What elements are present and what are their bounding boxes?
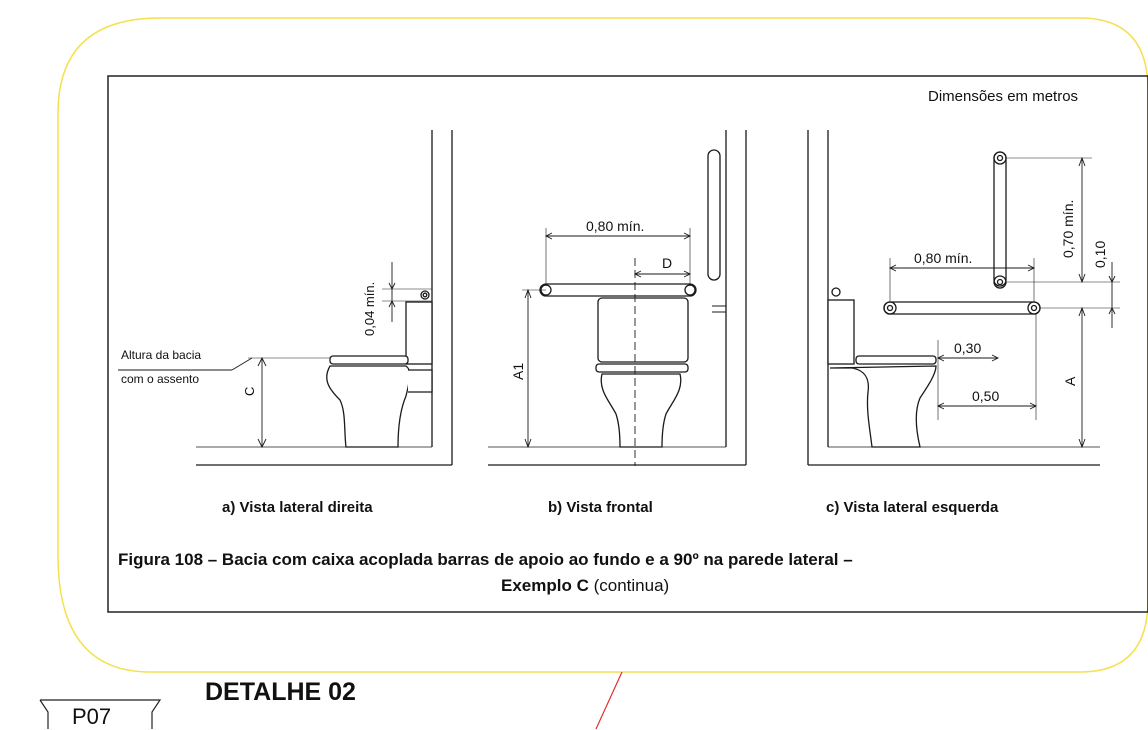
figure-caption-line2: Exemplo C (continua) [501, 576, 669, 596]
view-b-caption: b) Vista frontal [548, 499, 653, 516]
dim-c-label: C [242, 386, 257, 396]
seat-height-label-line2: com o assento [121, 372, 200, 386]
sheet-tag: P07 [72, 704, 112, 729]
highlight-outline [57, 17, 1148, 673]
figure-frame [107, 75, 1148, 613]
dim-004-label: 0,04 mín. [362, 281, 377, 336]
dim-080-label-c: 0,80 mín. [914, 250, 973, 266]
red-mark-line [595, 671, 623, 729]
figure-caption-example: Exemplo C [501, 576, 589, 595]
view-c-drawing [807, 130, 1120, 466]
dim-050-label: 0,50 [972, 388, 1000, 404]
sheet-tag-frame [39, 699, 162, 729]
dim-030-label: 0,30 [954, 340, 982, 356]
units-note: Dimensões em metros [928, 88, 1079, 105]
dim-a1-label: A1 [510, 362, 526, 380]
dim-a-label: A [1062, 376, 1078, 386]
seat-height-label-line1: Altura da bacia [121, 348, 202, 362]
view-a-caption: a) Vista lateral direita [222, 499, 373, 516]
detail-title: DETALHE 02 [205, 678, 356, 706]
figure-caption-line1: Figura 108 – Bacia com caixa acoplada ba… [118, 550, 853, 569]
dim-080-label-b: 0,80 mín. [586, 218, 645, 234]
dim-070-label: 0,70 mín. [1060, 199, 1076, 258]
view-b-drawing [488, 130, 747, 466]
figure-caption-continua: (continua) [593, 576, 670, 595]
dim-010-label: 0,10 [1092, 240, 1108, 268]
view-c-caption: c) Vista lateral esquerda [826, 499, 999, 516]
dim-d-label: D [662, 255, 673, 271]
view-a-drawing [118, 130, 453, 466]
